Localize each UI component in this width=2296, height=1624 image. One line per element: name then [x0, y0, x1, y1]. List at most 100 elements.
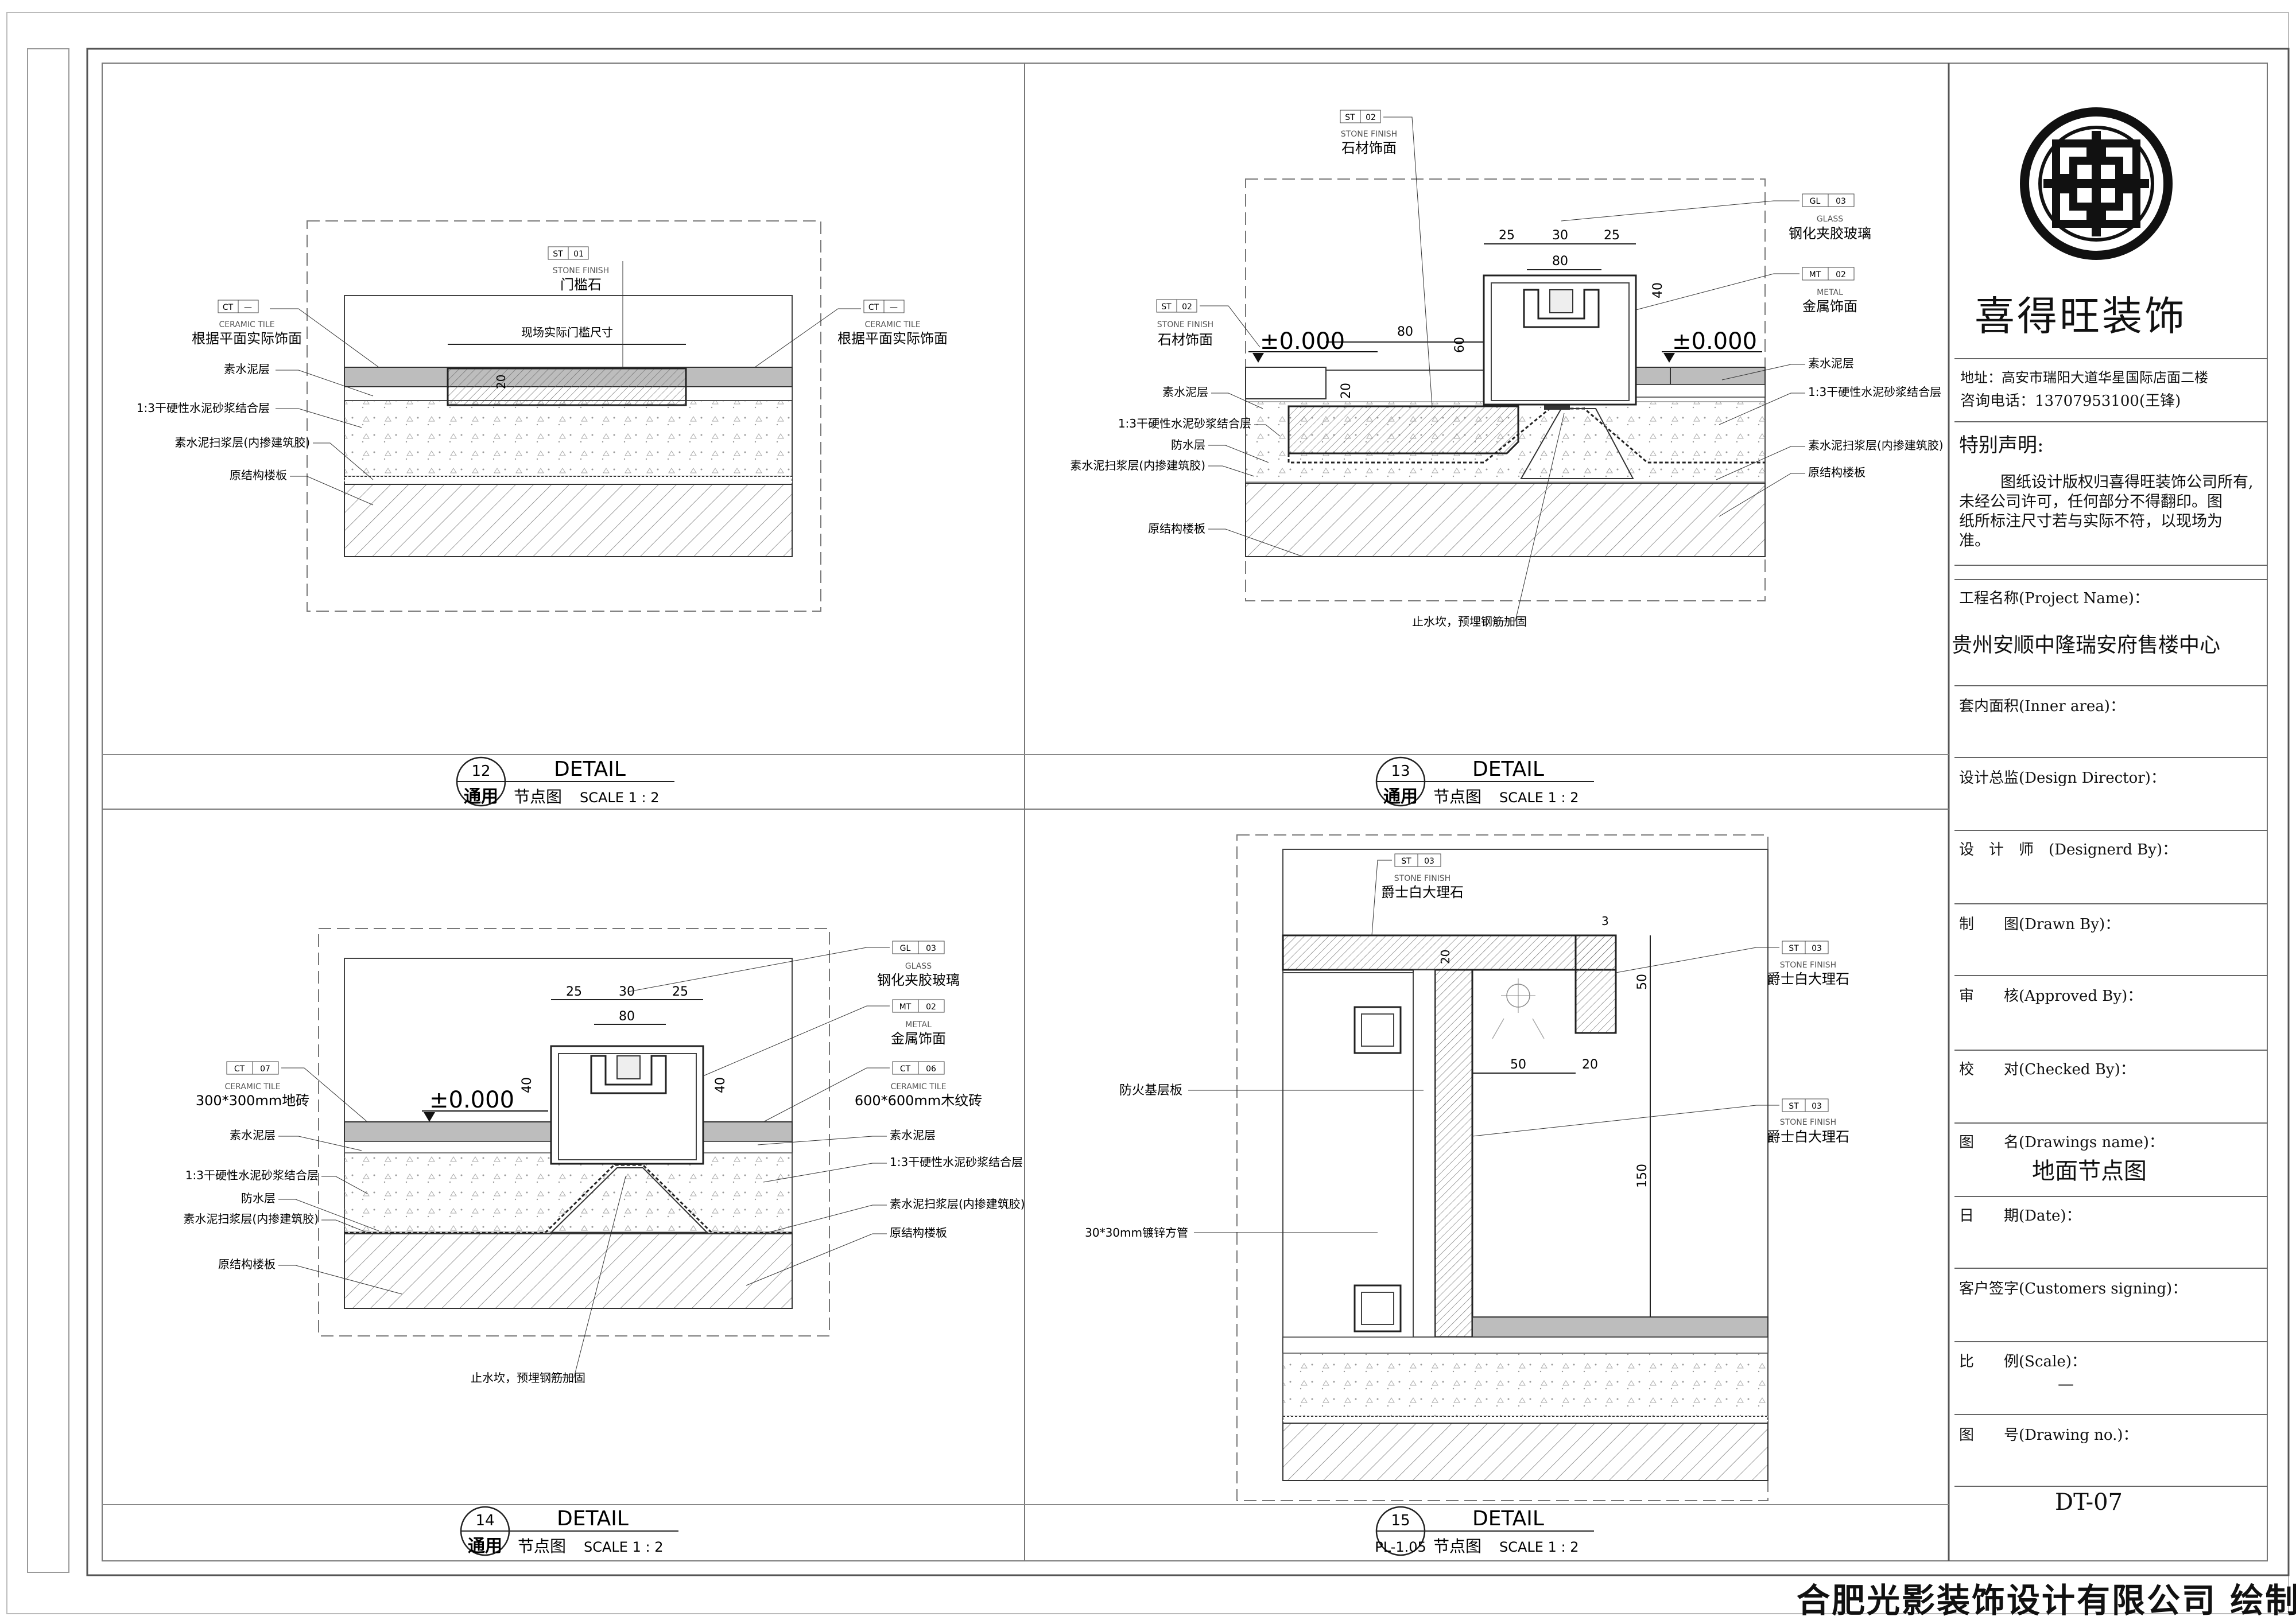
d15-marble-low: 爵士白大理石 — [1767, 1129, 1849, 1145]
d12-finish-left: 根据平面实际饰面 — [192, 331, 302, 347]
detail-12: 现场实际门槛尺寸 20 ST 01 STONE FINISH 门槛石 CT — … — [137, 220, 948, 612]
d14-tile300: 300*300mm地砖 — [196, 1093, 309, 1109]
d13-dim-20: 20 — [1339, 383, 1353, 399]
d14-slurry-right: 素水泥扫浆层(内掺建筑胶) — [890, 1197, 1025, 1211]
d15-node-word: 节点图 — [1433, 1537, 1481, 1556]
d13-mortar-left: 1:3干硬性水泥砂浆结合层 — [1118, 417, 1251, 430]
d13-cement-left: 素水泥层 — [1162, 385, 1208, 399]
design-director-label: 设计总监(Design Director)： — [1959, 770, 2166, 787]
d14-mt-code: MT — [899, 1003, 912, 1012]
d15-st-mid-num: 03 — [1812, 944, 1822, 953]
scale-value: — — [2058, 1374, 2074, 1393]
d15-scale: SCALE 1 : 2 — [1499, 1539, 1578, 1555]
d15-dim-20: 20 — [1438, 950, 1452, 964]
notice-line-4: 准。 — [1959, 532, 1990, 550]
date-label: 日 期(Date)： — [1959, 1207, 2081, 1225]
d14-dim-25a: 25 — [566, 985, 582, 999]
notice-line-1: 图纸设计版权归喜得旺装饰公司所有, — [2000, 473, 2254, 491]
d14-ct06-num: 06 — [926, 1064, 936, 1074]
d13-slurry-left: 素水泥扫浆层(内掺建筑胶) — [1070, 459, 1205, 472]
d15-marble-top: 爵士白大理石 — [1381, 884, 1464, 900]
d14-dim-40a: 40 — [520, 1077, 534, 1093]
d14-slurry-left: 素水泥扫浆层(内掺建筑胶) — [183, 1212, 319, 1226]
d13-curb: 止水坎，预埋钢筋加固 — [1412, 615, 1527, 628]
d13-dim-80b: 80 — [1397, 325, 1413, 339]
d14-cement-right: 素水泥层 — [890, 1128, 936, 1142]
d14-level: ±0.000 — [429, 1087, 514, 1113]
d13-slurry-right: 素水泥扫浆层(内掺建筑胶) — [1808, 438, 1944, 452]
d14-ct06-type: CERAMIC TILE — [890, 1082, 946, 1091]
d12-ct-left-code: CT — [223, 303, 234, 312]
d14-gl-type: GLASS — [905, 962, 932, 971]
d12-st-num: 01 — [573, 250, 584, 259]
d13-cement-right: 素水泥层 — [1808, 356, 1854, 370]
drawing-name-label: 图 名(Drawings name)： — [1959, 1134, 2164, 1151]
d13-number: 13 — [1391, 763, 1410, 780]
d14-node-word: 节点图 — [518, 1537, 566, 1556]
d13-st-top-type: STONE FINISH — [1341, 130, 1397, 139]
d13-mt-num: 02 — [1836, 270, 1846, 279]
d13-slab-right: 原结构楼板 — [1808, 465, 1865, 479]
d12-site-size-label: 现场实际门槛尺寸 — [521, 325, 613, 339]
d13-st-top-code: ST — [1345, 113, 1355, 122]
d15-st-low-type: STONE FINISH — [1780, 1118, 1836, 1127]
d15-detail-word: DETAIL — [1472, 1507, 1544, 1530]
d13-dim-25a: 25 — [1499, 228, 1515, 243]
inner-area-label: 套内面积(Inner area)： — [1959, 698, 2125, 715]
d14-gl-num: 03 — [926, 944, 936, 953]
company-logo — [2020, 107, 2173, 260]
d15-ref: PL-1.05 — [1375, 1539, 1426, 1555]
customer-signing-label: 客户签字(Customers signing)： — [1959, 1280, 2188, 1297]
d14-mortar-left: 1:3干硬性水泥砂浆结合层 — [185, 1168, 319, 1182]
d13-stone-left: 石材饰面 — [1158, 332, 1213, 348]
d15-dim-50: 50 — [1635, 974, 1650, 990]
detail-13: 80 60 20 40 25 30 25 80 ±0.000 ±0.000 ST… — [1070, 110, 1944, 628]
d13-metal: 金属饰面 — [1802, 298, 1857, 314]
d15-dim-20b: 20 — [1582, 1058, 1598, 1072]
d14-ct06-code: CT — [900, 1064, 911, 1074]
d14-detail-word: DETAIL — [557, 1507, 629, 1530]
d12-ct-left-type: CERAMIC TILE — [219, 320, 274, 329]
d12-st-code: ST — [553, 250, 563, 259]
notice-line-2: 未经公司许可，任何部分不得翻印。图 — [1959, 493, 2223, 511]
d15-pipe: 30*30mm镀锌方管 — [1085, 1226, 1188, 1240]
d12-slab-label: 原结构楼板 — [230, 468, 287, 482]
company-address: 地址：高安市瑞阳大道华星国际店面二楼 — [1960, 370, 2208, 386]
d14-tile600: 600*600mm木纹砖 — [855, 1093, 982, 1109]
d13-dim-60: 60 — [1453, 337, 1467, 353]
d12-mortar-label: 1:3干硬性水泥砂浆结合层 — [137, 401, 270, 415]
d14-cement-left: 素水泥层 — [230, 1128, 276, 1142]
d13-ref: 通用 — [1383, 787, 1418, 807]
d13-st-left-num: 02 — [1182, 302, 1192, 312]
d14-number: 14 — [475, 1512, 494, 1529]
company-phone: 咨询电话：13707953100(王锋) — [1960, 393, 2181, 410]
d14-glass: 钢化夹胶玻璃 — [877, 972, 960, 988]
d12-scale: SCALE 1 : 2 — [580, 790, 659, 806]
d14-mt-num: 02 — [926, 1003, 936, 1012]
d13-st-left-type: STONE FINISH — [1157, 320, 1213, 329]
d14-scale: SCALE 1 : 2 — [584, 1539, 663, 1555]
d13-scale: SCALE 1 : 2 — [1499, 790, 1578, 806]
d15-dim-3: 3 — [1601, 914, 1609, 928]
d15-st-top-num: 03 — [1424, 857, 1434, 866]
d12-cement-label: 素水泥层 — [224, 362, 270, 376]
d14-dim-25b: 25 — [672, 985, 688, 999]
d13-st-left-code: ST — [1161, 302, 1172, 312]
d13-glass: 钢化夹胶玻璃 — [1789, 226, 1871, 242]
d13-slab-left: 原结构楼板 — [1148, 522, 1205, 535]
drawing-no: DT-07 — [2055, 1489, 2123, 1516]
detail-title-12: 12 通用 DETAIL 节点图 SCALE 1 : 2 — [456, 756, 674, 807]
drawing-no-label: 图 号(Drawing no.)： — [1959, 1427, 2138, 1444]
footer-company: 合肥光影装饰设计有限公司 绘制 — [1797, 1581, 2296, 1620]
d15-st-mid-code: ST — [1789, 944, 1799, 953]
d12-ct-left-num: — — [244, 303, 252, 312]
d15-dim-150: 150 — [1635, 1164, 1650, 1188]
d15-st-top-code: ST — [1401, 857, 1411, 866]
d15-fireboard: 防火基层板 — [1119, 1083, 1182, 1098]
d13-dim-25b: 25 — [1604, 228, 1620, 243]
detail-title-14: 14 通用 DETAIL 节点图 SCALE 1 : 2 — [460, 1506, 678, 1556]
d13-dim-40: 40 — [1651, 282, 1665, 298]
d12-detail-word: DETAIL — [554, 757, 626, 781]
d12-dim-thick: 20 — [494, 375, 508, 389]
